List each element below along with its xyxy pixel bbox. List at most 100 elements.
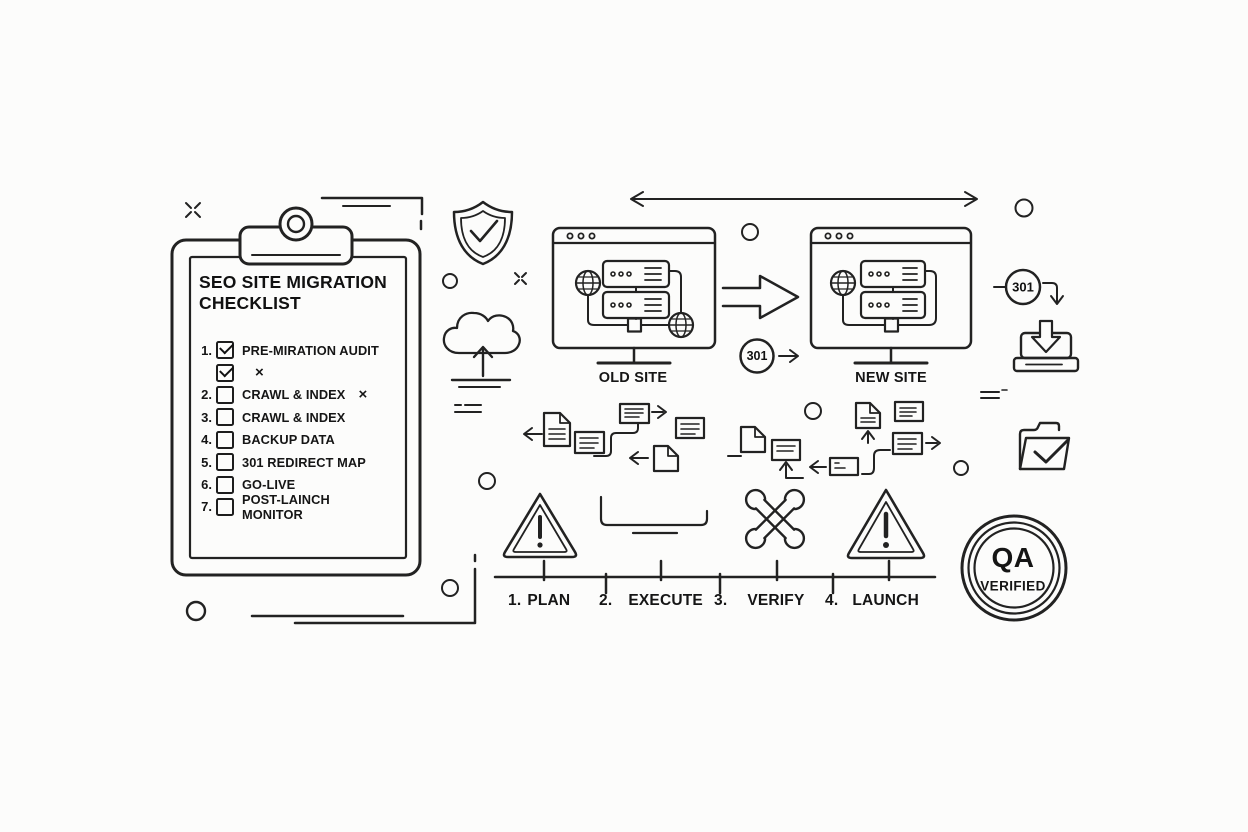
checklist-item: × bbox=[197, 361, 407, 383]
step-label: EXECUTE bbox=[628, 592, 703, 609]
redirect-301-badge bbox=[993, 268, 1064, 306]
old-site-browser-window bbox=[551, 226, 717, 365]
item-number: 7. bbox=[201, 499, 212, 515]
checklist-title: SEO SITE MIGRATION CHECKLIST bbox=[199, 272, 388, 313]
item-label: CRAWL & INDEX bbox=[242, 409, 346, 425]
download-tray-icon bbox=[1012, 319, 1080, 373]
timeline-axis bbox=[493, 559, 937, 595]
globe-icon bbox=[574, 269, 602, 297]
globe-icon bbox=[829, 269, 857, 297]
item-number: 3. bbox=[201, 409, 212, 425]
step-label: LAUNCH bbox=[852, 592, 919, 609]
checkbox-icon bbox=[216, 362, 234, 382]
checkbox-icon bbox=[216, 339, 234, 360]
checkbox-icon bbox=[216, 453, 234, 472]
warning-triangle-icon bbox=[846, 488, 926, 560]
step-number: 4. bbox=[825, 592, 839, 609]
shield-check-icon bbox=[452, 200, 514, 266]
qa-seal-icon bbox=[960, 514, 1068, 622]
arrow-up-icon bbox=[779, 461, 793, 471]
timeline-step-plan: 1. PLAN bbox=[508, 592, 570, 610]
step-label: VERIFY bbox=[747, 592, 805, 609]
timeline-step-execute: 2. EXECUTE bbox=[599, 592, 703, 610]
qa-badge-title: QA bbox=[991, 542, 1035, 573]
underline-decoration bbox=[185, 553, 477, 625]
execute-bracket-icon bbox=[599, 495, 709, 535]
item-label: BACKUP DATA bbox=[242, 432, 335, 448]
document-card-icon bbox=[893, 400, 925, 423]
item-label: GO-LIVE bbox=[242, 477, 296, 493]
document-card-icon bbox=[828, 456, 860, 477]
arrow-left-icon bbox=[809, 460, 819, 474]
checkbox-icon bbox=[216, 475, 234, 494]
redirect-301-badge bbox=[739, 338, 799, 374]
checkbox-icon bbox=[216, 385, 234, 404]
checklist-item: 6. GO-LIVE bbox=[197, 473, 407, 495]
elbow-connector bbox=[593, 422, 639, 457]
item-label: POST-LAINCH MONITOR bbox=[241, 491, 330, 522]
dash-lines-decoration bbox=[980, 389, 1008, 399]
server-stack-icon bbox=[859, 259, 927, 320]
checklist-item: 5. 301 REDIRECT MAP bbox=[197, 451, 407, 473]
elbow-connector bbox=[785, 464, 804, 479]
dot-circle-decoration bbox=[442, 273, 458, 289]
dot-circle-decoration bbox=[478, 472, 496, 490]
item-label: CRAWL & INDEX bbox=[242, 387, 346, 403]
step-label: PLAN bbox=[527, 592, 571, 609]
item-label: 301 REDIRECT MAP bbox=[242, 454, 366, 470]
step-number: 1. bbox=[508, 592, 522, 609]
qa-badge-subtitle: VERIFIED bbox=[980, 578, 1046, 594]
cloud-upload-icon bbox=[442, 311, 521, 388]
timeline-step-launch: 4. LAUNCH bbox=[825, 592, 919, 610]
arrow-right-icon bbox=[657, 405, 667, 419]
document-flow bbox=[523, 400, 969, 479]
item-number: 4. bbox=[201, 432, 212, 448]
dot-circle-decoration bbox=[953, 460, 969, 476]
dot-circle-decoration bbox=[804, 402, 822, 420]
document-card-icon bbox=[891, 431, 941, 456]
item-number: 5. bbox=[201, 454, 212, 470]
elbow-connector bbox=[861, 449, 891, 475]
dash-lines-decoration bbox=[454, 404, 482, 413]
item-number: 6. bbox=[201, 477, 212, 493]
corner-lines-decoration bbox=[320, 196, 424, 231]
redirect-301-label: 301 bbox=[746, 349, 768, 363]
folder-check-icon bbox=[1018, 421, 1071, 471]
item-number: 1. bbox=[201, 342, 212, 358]
new-site-label: NEW SITE bbox=[855, 370, 927, 386]
warning-triangle-icon bbox=[502, 492, 578, 559]
crossed-wrenches-icon bbox=[744, 488, 806, 550]
old-site-label: OLD SITE bbox=[598, 370, 668, 386]
server-stack-icon bbox=[601, 259, 671, 320]
new-site-browser-window bbox=[809, 226, 973, 365]
checkbox-icon bbox=[216, 408, 234, 427]
checklist-item: 1. PRE-MIRATION AUDIT bbox=[197, 339, 407, 361]
document-file-icon bbox=[854, 401, 882, 444]
checklist-item: 2. CRAWL & INDEX × bbox=[197, 384, 407, 406]
item-x-mark: × bbox=[255, 364, 264, 382]
checkbox-icon bbox=[215, 497, 234, 516]
checklist: 1. PRE-MIRATION AUDIT × 2. CRAWL & INDEX… bbox=[197, 339, 407, 522]
globe-icon bbox=[667, 311, 695, 339]
item-label: PRE-MIRATION AUDIT bbox=[242, 342, 379, 358]
document-card-icon bbox=[573, 430, 606, 455]
document-card-icon bbox=[674, 416, 706, 440]
arrow-left-icon bbox=[523, 427, 533, 441]
checklist-item: 3. CRAWL & INDEX bbox=[197, 406, 407, 428]
timeline-step-verify: 3. VERIFY bbox=[714, 592, 805, 610]
checklist-item: 7. POST-LAINCH MONITOR bbox=[197, 492, 407, 522]
document-card-icon bbox=[770, 438, 802, 462]
document-file-icon bbox=[542, 411, 572, 448]
clipboard-icon bbox=[170, 206, 422, 577]
document-file-icon bbox=[652, 444, 680, 473]
arrow-up-icon bbox=[861, 430, 875, 440]
sparkle-icon bbox=[514, 272, 527, 285]
document-file-icon bbox=[727, 425, 767, 457]
step-number: 3. bbox=[714, 592, 728, 609]
double-arrow-icon bbox=[630, 191, 978, 207]
redirect-301-label: 301 bbox=[1012, 279, 1034, 295]
arrow-left-icon bbox=[629, 451, 639, 465]
item-number: 2. bbox=[201, 387, 212, 403]
document-card-icon bbox=[618, 402, 667, 425]
